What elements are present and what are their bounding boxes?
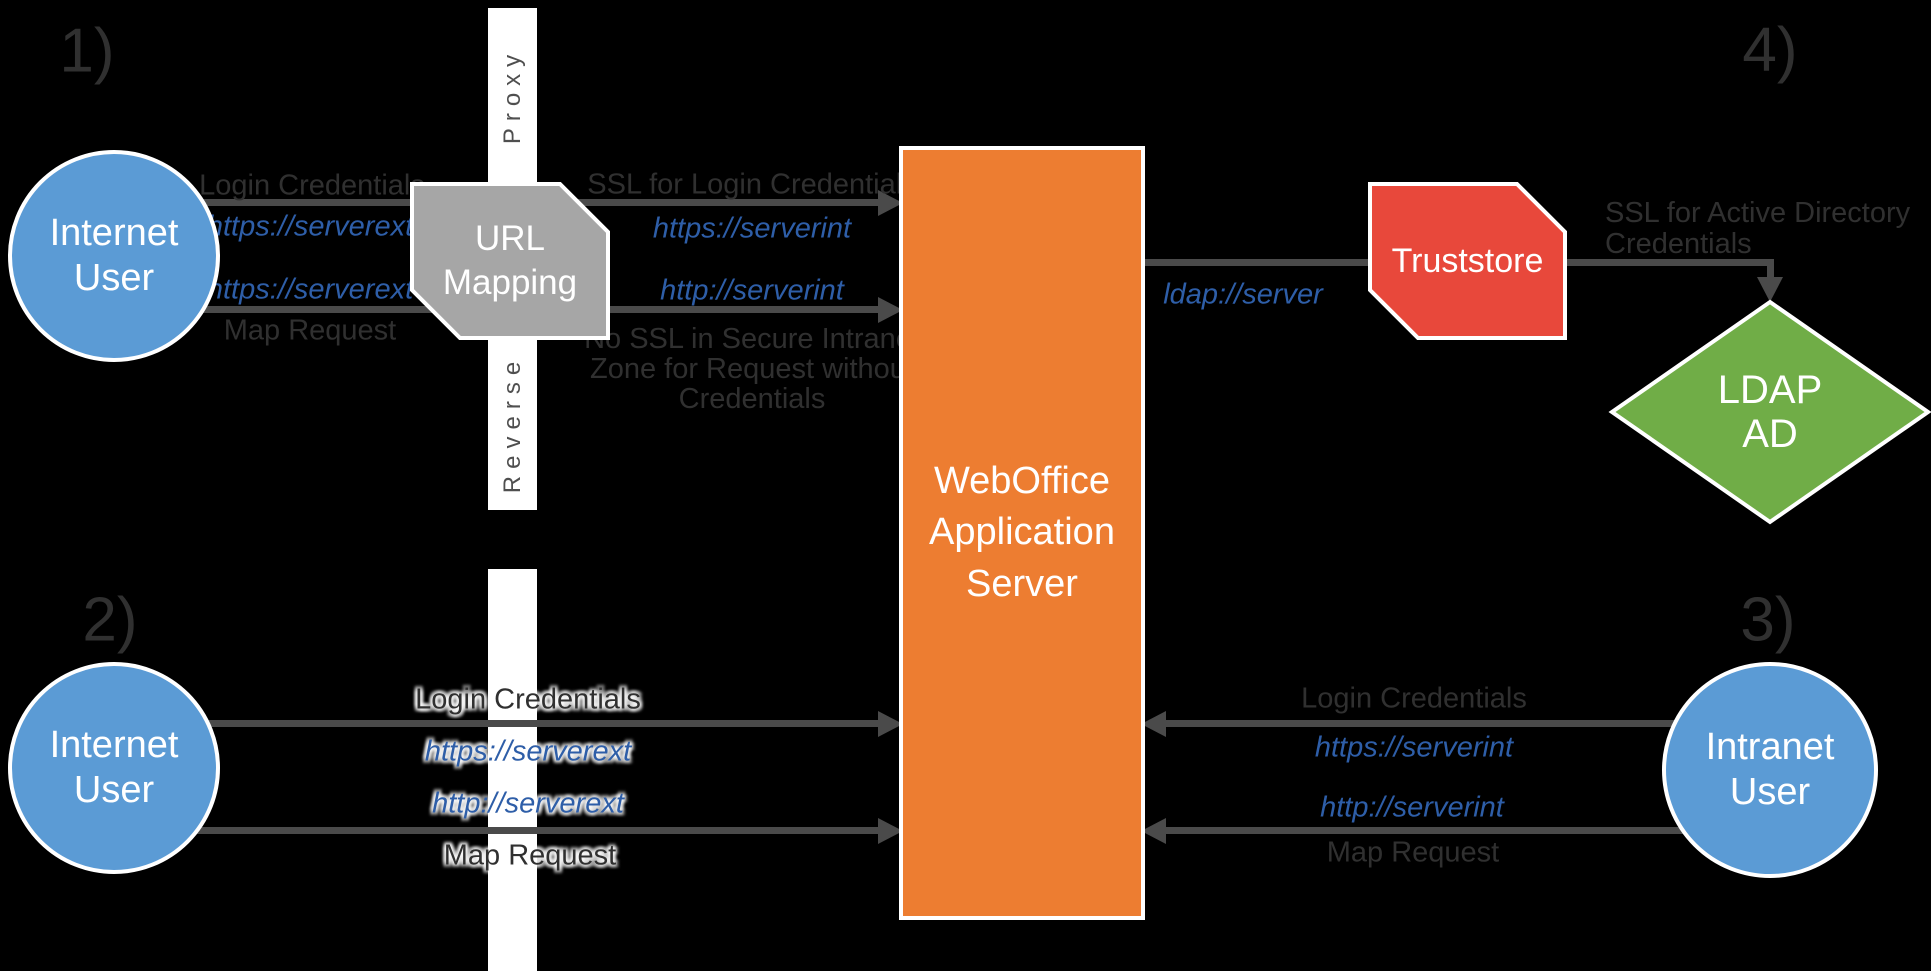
zone-number-4: 4) <box>1742 15 1798 85</box>
zone3-login-credentials-label: Login Credentials <box>1301 682 1527 715</box>
intranet-user-label: Intranet User <box>1705 726 1835 813</box>
zone2-map-request-label: Map Request <box>443 839 617 872</box>
app-server-label: WebOffice Application Server <box>929 460 1115 605</box>
connector-zone3-line2 <box>1162 827 1722 834</box>
ldap-ad-node <box>1608 299 1931 525</box>
connector-ldap <box>1145 259 1370 266</box>
connector-zone2-line1 <box>150 720 882 727</box>
reverse-proxy-bar-bottom <box>488 569 537 971</box>
zone2-login-credentials-label: Login Credentials <box>415 683 641 716</box>
zone-number-1: 1) <box>59 16 115 86</box>
internet-user-bottom-node: Internet User <box>8 662 220 874</box>
ldap-server-url: ldap://server <box>1163 278 1323 311</box>
arrowhead-zone3-line2 <box>1141 818 1166 844</box>
truststore-node <box>1368 182 1567 340</box>
arrowhead-zone3-line1 <box>1141 711 1166 737</box>
connector-zone3-line1 <box>1162 720 1722 727</box>
arrowhead-zone1-line2 <box>878 297 903 323</box>
arrowhead-ldapad <box>1757 277 1783 302</box>
ad-ssl-credentials-label: SSL for Active Directory Credentials <box>1605 197 1911 260</box>
url-mapping-node <box>410 182 610 340</box>
internet-user-top-label: Internet User <box>49 212 179 299</box>
connector-truststore-ldapad-v <box>1767 259 1774 281</box>
zone-number-3: 3) <box>1740 585 1796 655</box>
internet-user-bottom-label: Internet User <box>49 724 179 811</box>
arrowhead-zone2-line2 <box>878 818 903 844</box>
internet-user-top-node: Internet User <box>8 150 220 362</box>
connector-truststore-ldapad-h <box>1567 259 1774 266</box>
zone3-url-http-serverint: http://serverint <box>1320 791 1504 824</box>
connector-zone2-line2 <box>150 827 882 834</box>
zone1-url-https-serverext-1: https://serverext <box>206 210 414 243</box>
zone2-url-https-serverext: https://serverext <box>424 735 632 768</box>
middle-url-http-serverint: http://serverint <box>660 274 844 307</box>
middle-ssl-login-credentials-label: SSL for Login Credentials <box>587 168 917 201</box>
middle-no-ssl-note: No SSL in Secure Intranet Zone for Reque… <box>584 323 920 415</box>
app-server-node: WebOffice Application Server <box>899 146 1145 920</box>
zone1-login-credentials-label: Login Credentials <box>199 169 425 202</box>
zone-number-2: 2) <box>82 585 138 655</box>
proxy-bar-label: Proxy <box>499 47 526 145</box>
middle-url-https-serverint: https://serverint <box>652 212 852 245</box>
arrowhead-zone2-line1 <box>878 711 903 737</box>
reverse-bar-label: Reverse <box>499 354 526 494</box>
intranet-user-node: Intranet User <box>1662 662 1878 878</box>
zone1-url-https-serverext-2: https://serverext <box>206 273 414 306</box>
zone3-map-request-label: Map Request <box>1326 836 1500 869</box>
zone3-url-https-serverint: https://serverint <box>1314 731 1514 764</box>
arrowhead-zone1-line1 <box>878 190 903 216</box>
zone1-map-request-label: Map Request <box>223 314 397 347</box>
zone2-url-http-serverext: http://serverext <box>432 787 624 820</box>
